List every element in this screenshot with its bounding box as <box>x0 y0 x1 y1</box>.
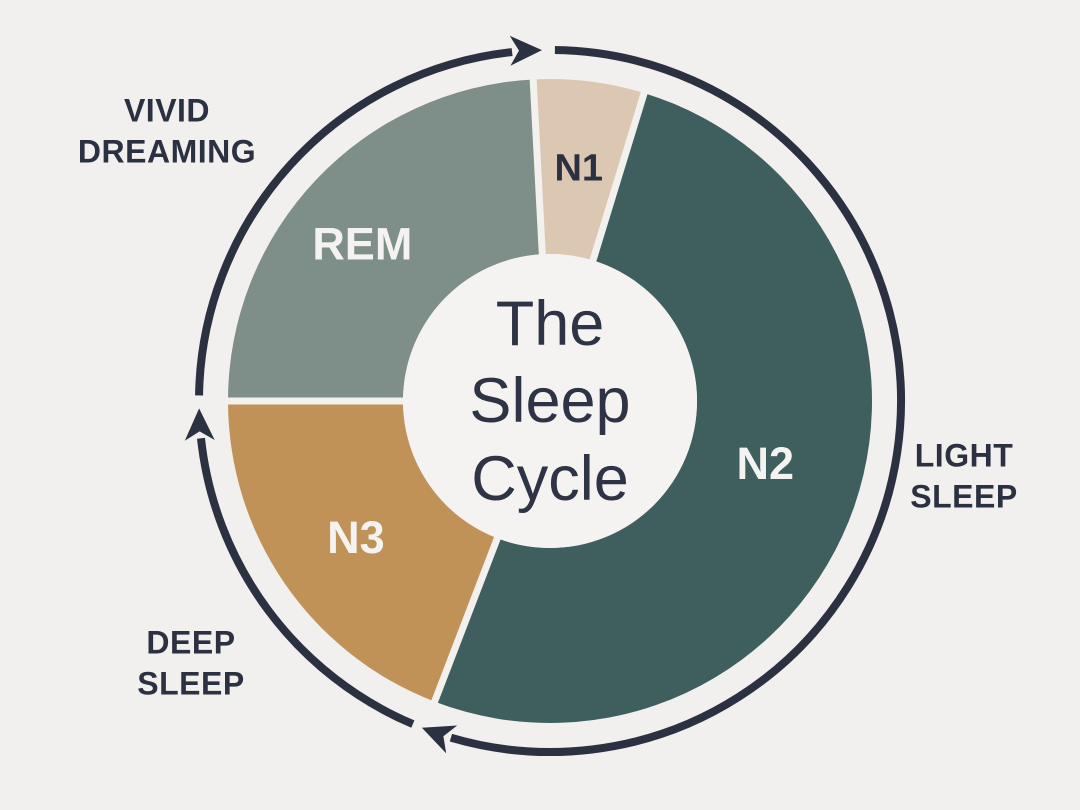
segment-n2 <box>434 93 872 723</box>
annotation-vivid-dreaming: VIVID DREAMING <box>77 92 257 169</box>
cycle-arc <box>449 46 905 756</box>
segment-n3 <box>228 401 498 702</box>
chart-title: The Sleep Cycle <box>469 288 631 514</box>
segment-divider <box>529 73 547 261</box>
clockwise-arrowhead <box>509 35 542 66</box>
clockwise-arrowhead <box>421 725 458 754</box>
segment-label-n1: N1 <box>554 147 603 189</box>
center-circle <box>403 254 697 548</box>
segment-divider <box>587 86 650 268</box>
segment-n1 <box>533 79 645 261</box>
segment-rem <box>228 79 543 402</box>
segment-label-n2: N2 <box>737 438 795 489</box>
segment-label-n3: N3 <box>327 512 385 563</box>
segment-label-rem: REM <box>312 219 412 270</box>
cycle-arc <box>195 48 513 396</box>
annotation-light-sleep: LIGHT SLEEP <box>910 437 1018 514</box>
annotation-deep-sleep: DEEP SLEEP <box>137 624 245 701</box>
segment-divider <box>429 531 503 709</box>
clockwise-arrowhead <box>184 408 215 441</box>
cycle-arc <box>197 437 415 728</box>
